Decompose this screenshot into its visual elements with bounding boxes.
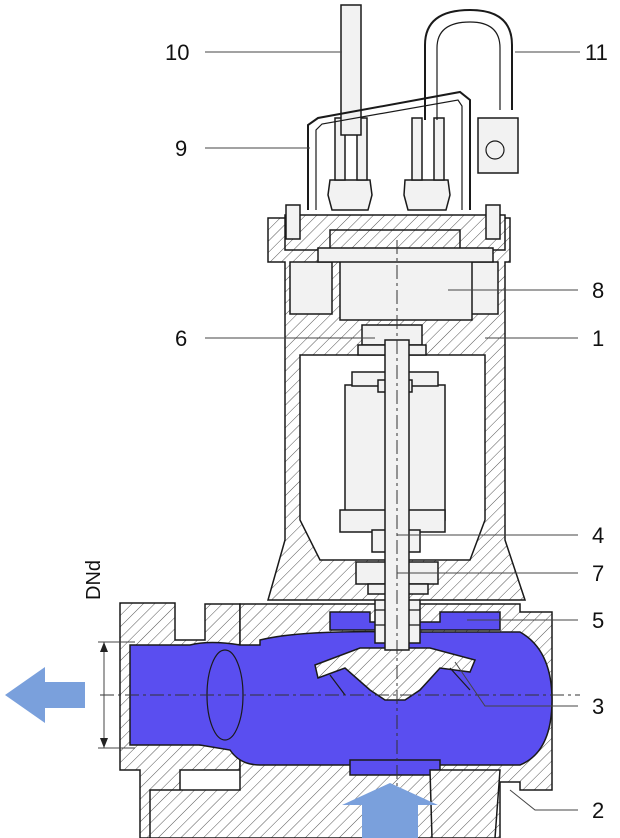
top-cover bbox=[284, 214, 506, 315]
callout-4: 4 bbox=[592, 523, 604, 548]
terminal-block-left bbox=[289, 261, 333, 315]
callout-6: 6 bbox=[175, 326, 187, 351]
power-cable bbox=[340, 4, 362, 136]
fluid-volute-channel bbox=[129, 630, 553, 766]
inlet-foot bbox=[429, 769, 501, 838]
carrying-handle bbox=[307, 90, 471, 210]
impeller bbox=[314, 647, 477, 701]
dnd-dimension: DNd bbox=[83, 560, 135, 749]
terminal-block-right bbox=[469, 261, 499, 315]
callout-2: 2 bbox=[592, 798, 604, 823]
callout-leaders bbox=[205, 51, 580, 811]
callout-7: 7 bbox=[592, 561, 604, 586]
dnd-label: DNd bbox=[83, 560, 105, 600]
callout-3: 3 bbox=[592, 694, 604, 719]
arrow-left-icon bbox=[5, 667, 85, 723]
callout-10: 10 bbox=[165, 40, 189, 65]
arrow-up-icon bbox=[342, 783, 438, 838]
callout-1: 1 bbox=[592, 326, 604, 351]
cable-glands bbox=[327, 117, 451, 211]
callout-5: 5 bbox=[592, 608, 604, 633]
lifting-hook bbox=[424, 8, 519, 174]
callout-11: 11 bbox=[585, 40, 608, 65]
hook-bracket bbox=[477, 117, 519, 174]
fluid-inlet-channel bbox=[349, 759, 441, 776]
callout-9: 9 bbox=[175, 136, 187, 161]
callout-8: 8 bbox=[592, 278, 604, 303]
top-bolts bbox=[285, 204, 501, 240]
upper-bearing-block bbox=[317, 247, 494, 321]
